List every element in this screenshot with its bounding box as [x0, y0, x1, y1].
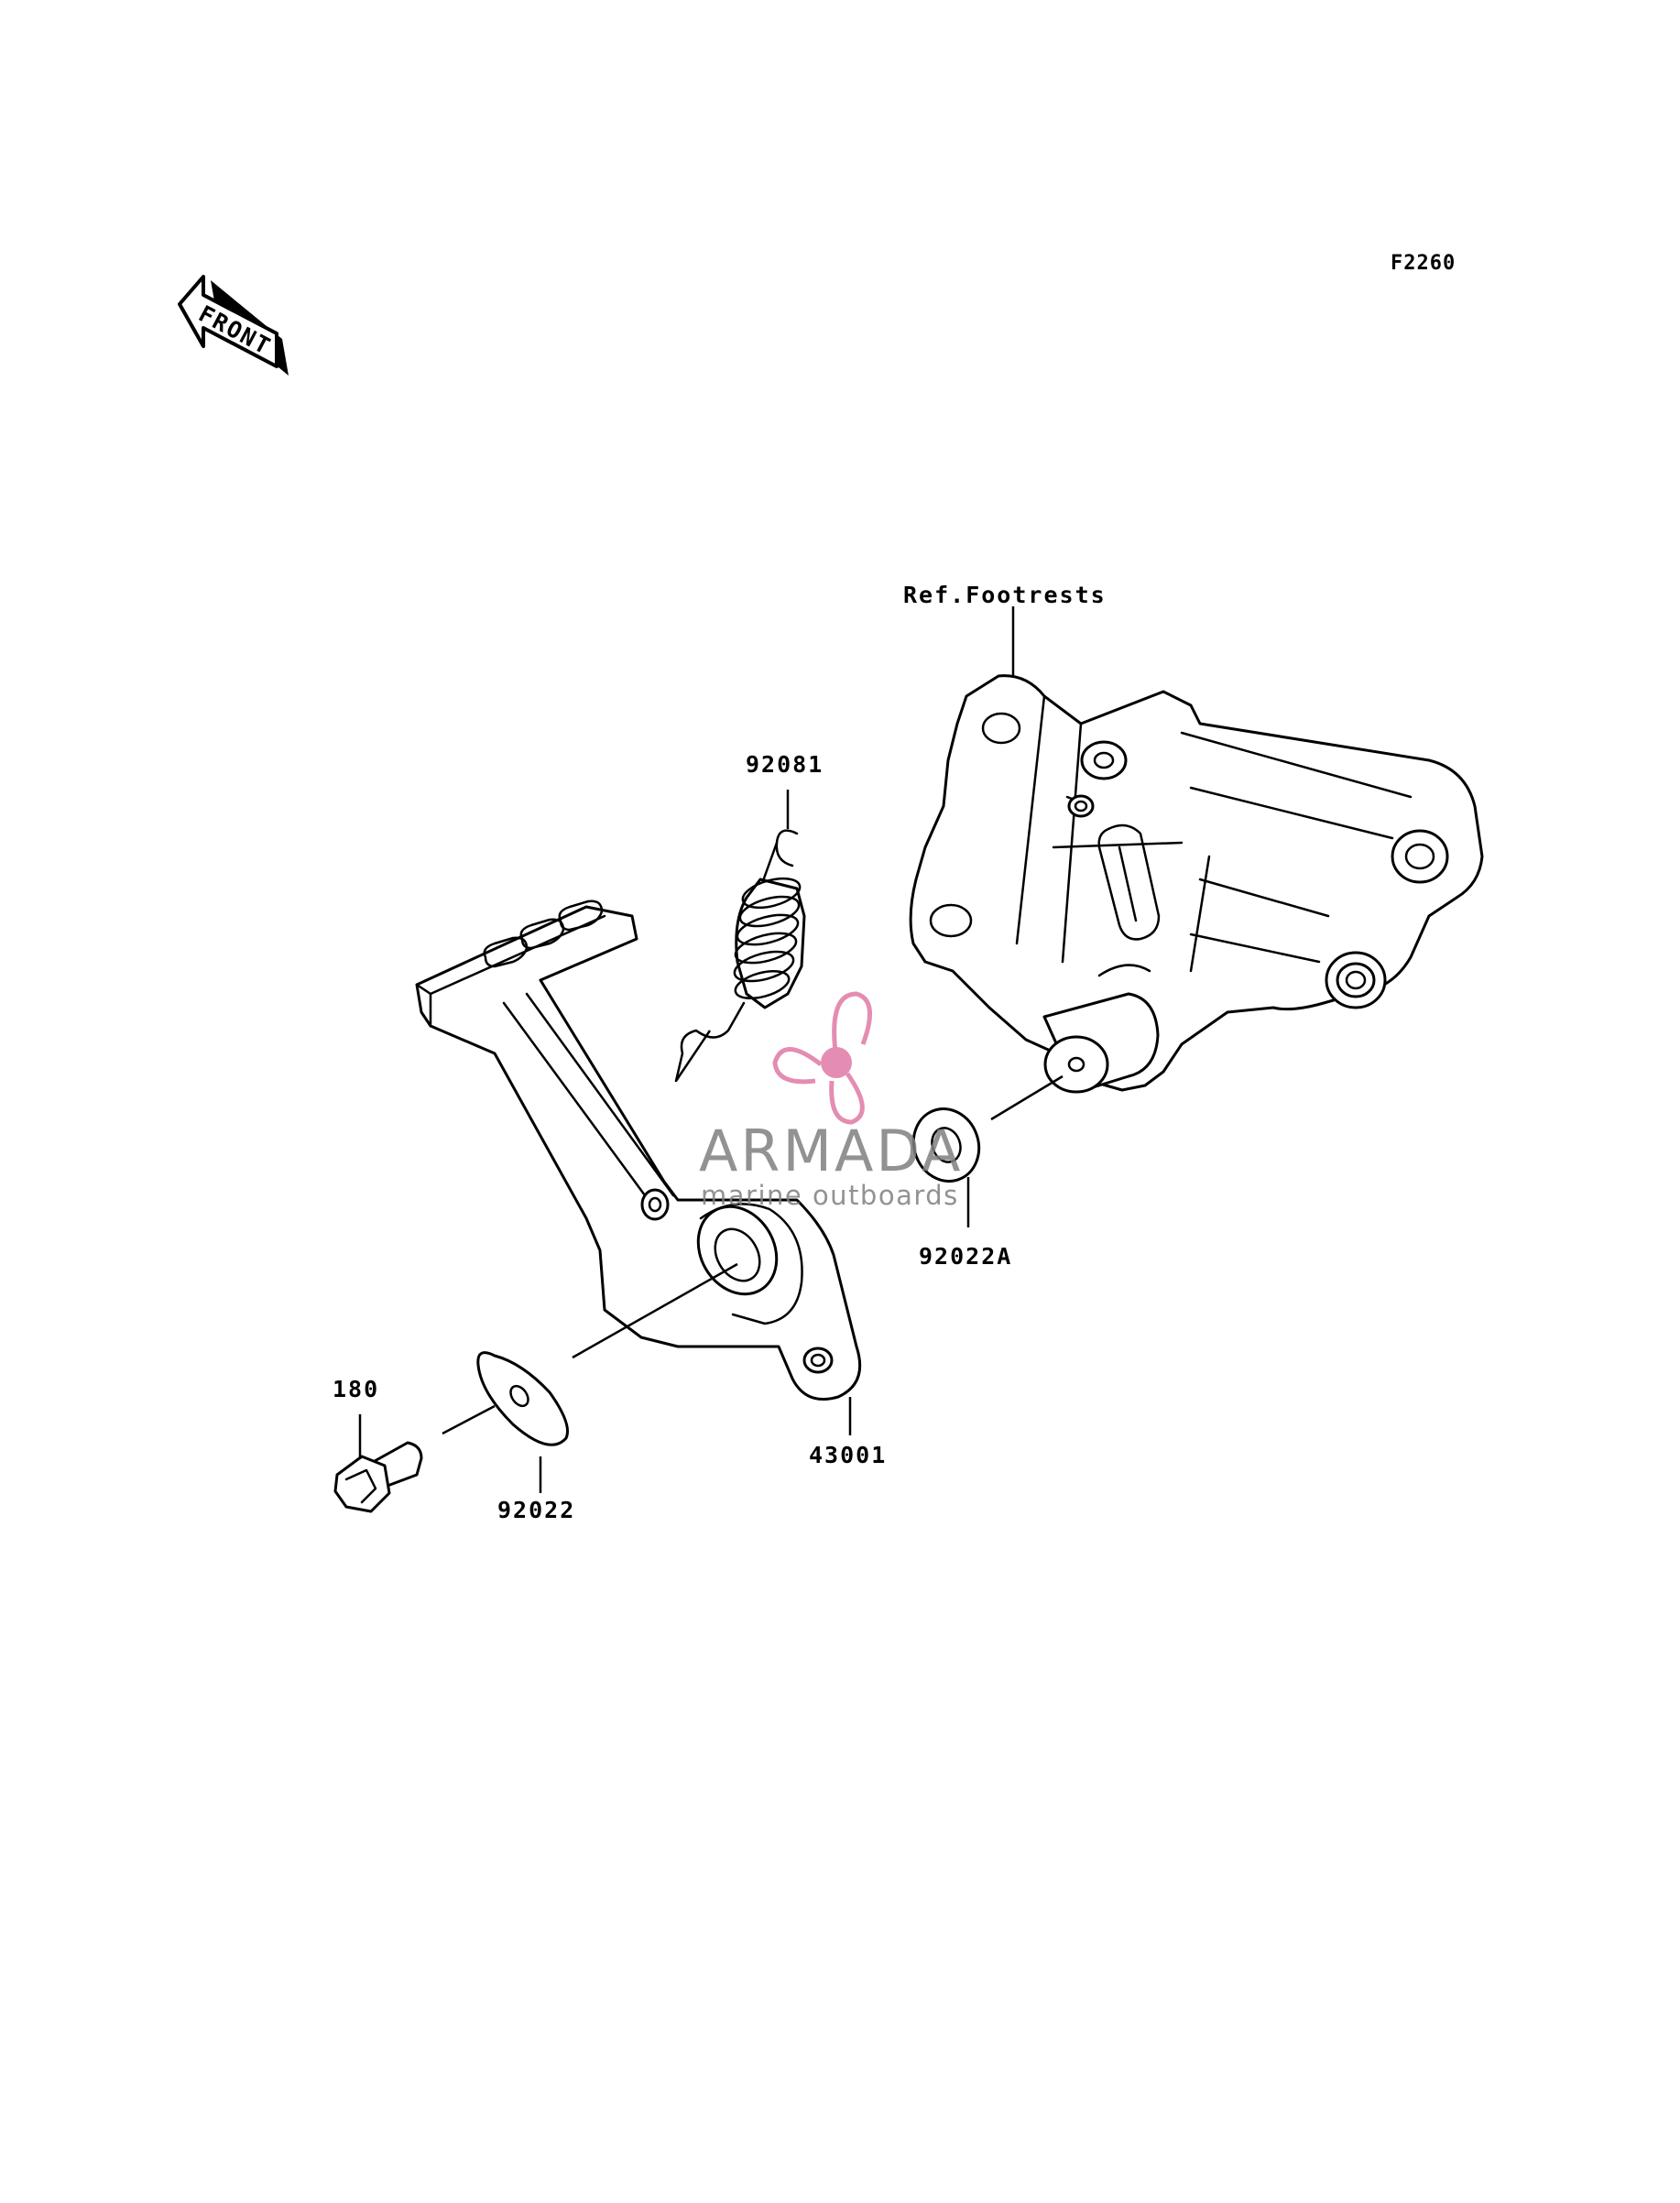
leader-lines — [358, 606, 1064, 1493]
return-spring-92081 — [674, 829, 806, 1083]
front-arrow-icon: FRONT — [178, 275, 289, 376]
bolt-180 — [333, 1441, 423, 1513]
label-92081: 92081 — [746, 751, 824, 778]
label-92022: 92022 — [497, 1497, 575, 1523]
watermark-tagline: marine outboards — [701, 1180, 959, 1211]
propeller-icon — [772, 991, 873, 1125]
watermark: ARMADA marine outboards — [699, 991, 963, 1211]
watermark-brand: ARMADA — [699, 1118, 963, 1184]
diagram-code: F2260 — [1391, 252, 1456, 275]
label-92022a: 92022A — [919, 1243, 1012, 1270]
footrest-bracket — [909, 674, 1484, 1094]
label-ref-footrests: Ref.Footrests — [903, 582, 1107, 608]
washer-92022a — [911, 1107, 981, 1183]
label-180: 180 — [333, 1376, 379, 1402]
label-43001: 43001 — [809, 1442, 887, 1468]
brake-pedal-43001 — [415, 900, 862, 1401]
washer-92022 — [476, 1351, 569, 1446]
